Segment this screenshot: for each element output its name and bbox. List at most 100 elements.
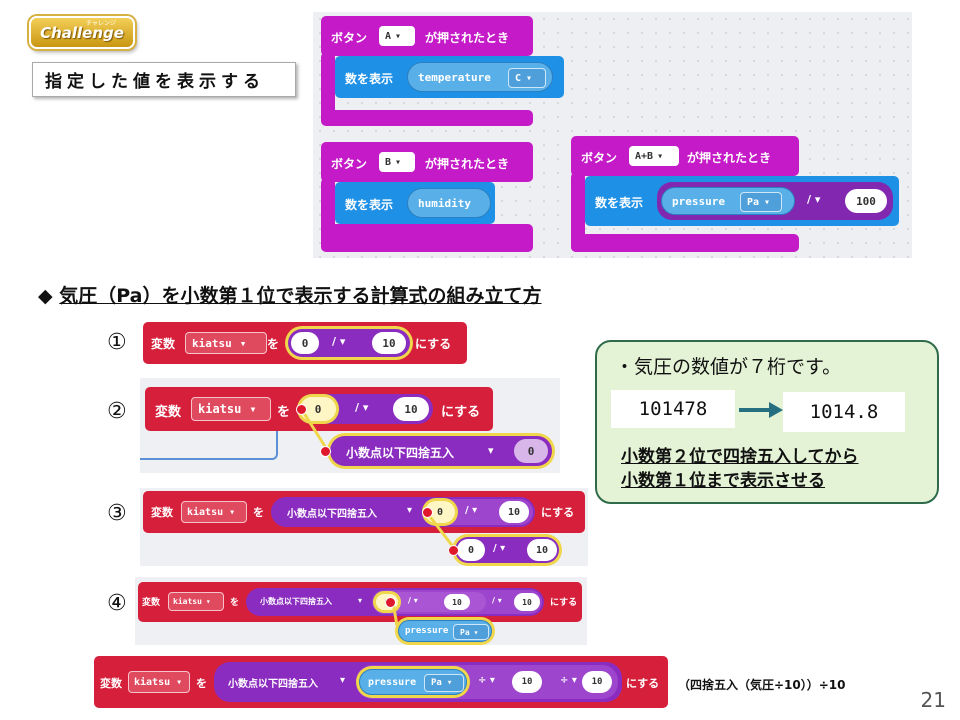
hat-suffix: が押されたとき bbox=[687, 151, 772, 165]
operator-select[interactable]: / ▾ bbox=[465, 505, 477, 516]
set-variable-block[interactable]: 変数 kiatsu▾ を 0 / ▾ 10 にする bbox=[145, 387, 493, 431]
show-number-block[interactable]: 数を表示 pressure Pa▾ / ▾ 100 bbox=[585, 176, 899, 226]
chevron-down-icon[interactable]: ▾ bbox=[488, 444, 494, 457]
var-label: 変数 bbox=[151, 506, 173, 519]
show-number-block[interactable]: 数を表示 temperature C▾ bbox=[335, 56, 564, 98]
chevron-down-icon[interactable]: ▾ bbox=[358, 596, 363, 605]
step-number: ② bbox=[107, 399, 127, 424]
set-variable-block[interactable]: 変数 kiatsu▾ を 小数点以下四捨五入 ▾ 0 / ▾ 10 / ▾ 10… bbox=[138, 582, 582, 622]
number-input[interactable]: 10 bbox=[499, 501, 529, 523]
number-input[interactable]: 10 bbox=[444, 594, 470, 610]
variable-select[interactable]: kiatsu▾ bbox=[181, 501, 247, 523]
operator-select[interactable]: / ▾ bbox=[408, 596, 418, 605]
number-input[interactable]: 10 bbox=[372, 332, 406, 354]
chevron-down-icon[interactable]: ▾ bbox=[407, 505, 413, 516]
show-label: 数を表示 bbox=[345, 198, 394, 212]
number-input[interactable]: 10 bbox=[514, 593, 540, 611]
humidity-reporter[interactable]: humidity bbox=[407, 188, 491, 218]
round-reporter[interactable]: 小数点以下四捨五入 ▾ 0 / ▾ 10 bbox=[271, 497, 535, 527]
pressure-reporter[interactable]: pressure Pa▾ bbox=[359, 669, 467, 695]
button-select[interactable]: B▾ bbox=[379, 152, 415, 172]
sensor-name: temperature bbox=[418, 70, 491, 84]
block-foot bbox=[571, 234, 799, 252]
number-input[interactable]: 10 bbox=[527, 539, 557, 561]
insert-point-icon bbox=[320, 446, 331, 457]
number-input[interactable]: 0 bbox=[291, 332, 319, 354]
on-button-b-block[interactable]: ボタン B▾ が押されたとき bbox=[321, 142, 533, 182]
wo-label: を bbox=[253, 506, 264, 519]
sensor-name: pressure bbox=[405, 626, 449, 636]
unit-select[interactable]: Pa▾ bbox=[453, 624, 489, 640]
show-label: 数を表示 bbox=[595, 196, 644, 210]
variable-select[interactable]: kiatsu▾ bbox=[191, 397, 271, 421]
chevron-down-icon: ▾ bbox=[176, 676, 183, 688]
number-input[interactable]: 10 bbox=[582, 671, 612, 693]
show-number-block[interactable]: 数を表示 humidity bbox=[335, 182, 495, 224]
divide-reporter[interactable]: 0 / ▾ 10 bbox=[288, 329, 410, 357]
operator-select[interactable]: / ▾ bbox=[493, 543, 505, 554]
number-input[interactable]: 100 bbox=[845, 189, 887, 213]
unit-select[interactable]: Pa ▾ bbox=[740, 192, 782, 212]
divide-reporter[interactable]: 0 / ▾ 10 bbox=[423, 499, 533, 525]
sensor-name: pressure bbox=[368, 676, 417, 688]
insert-connector bbox=[300, 409, 328, 449]
variable-select[interactable]: kiatsu▾ bbox=[168, 592, 224, 611]
round-reporter[interactable]: 小数点以下四捨五入 ▾ 0 bbox=[330, 436, 552, 466]
button-select[interactable]: A▾ bbox=[379, 26, 415, 46]
number-input[interactable]: 10 bbox=[393, 397, 429, 421]
chevron-down-icon: ▾ bbox=[205, 597, 211, 606]
on-button-ab-block[interactable]: ボタン A+B▾ が押されたとき bbox=[571, 136, 799, 176]
chevron-down-icon: ▾ bbox=[764, 196, 771, 208]
operator-value: ÷ bbox=[560, 675, 569, 686]
chevron-down-icon: ▾ bbox=[229, 506, 236, 518]
challenge-label: Challenge bbox=[40, 23, 124, 42]
operator-select[interactable]: / ▾ bbox=[332, 335, 345, 348]
pressure-reporter[interactable]: pressure Pa▾ bbox=[661, 187, 795, 215]
round-reporter[interactable]: 小数点以下四捨五入 ▾ 0 / ▾ 10 / ▾ 10 bbox=[246, 588, 544, 616]
variable-select[interactable]: kiatsu▾ bbox=[185, 332, 267, 354]
set-variable-block[interactable]: 変数 kiatsu▾ を 小数点以下四捨五入 ▾ pressure Pa▾ ÷ … bbox=[94, 656, 668, 708]
operator-select[interactable]: / ▾ bbox=[355, 401, 368, 414]
unit-value: Pa bbox=[747, 196, 760, 208]
on-button-a-block[interactable]: ボタン A▾ が押されたとき bbox=[321, 16, 533, 56]
number-input[interactable]: 0 bbox=[457, 539, 485, 561]
variable-select[interactable]: kiatsu▾ bbox=[128, 671, 190, 693]
challenge-ruby: チャレンジ bbox=[86, 20, 116, 27]
operator-select[interactable]: ÷ ▾ bbox=[560, 675, 577, 686]
var-label: 変数 bbox=[151, 337, 176, 351]
unit-select[interactable]: C▾ bbox=[508, 68, 546, 88]
chevron-down-icon[interactable]: ▾ bbox=[340, 675, 346, 686]
set-variable-block[interactable]: 変数 kiatsu▾ を 小数点以下四捨五入 ▾ 0 / ▾ 10 にする bbox=[143, 491, 585, 533]
chevron-down-icon: ▾ bbox=[473, 627, 479, 637]
number-input[interactable]: 0 bbox=[514, 439, 548, 463]
round-label: 小数点以下四捨五入 bbox=[260, 597, 332, 606]
unit-select[interactable]: Pa▾ bbox=[424, 674, 464, 692]
divide-reporter[interactable]: 0 / ▾ 10 / ▾ 10 bbox=[372, 590, 542, 614]
operator-select[interactable]: / ▾ bbox=[492, 596, 502, 605]
arrow-right-icon bbox=[739, 402, 783, 418]
suru-label: にする bbox=[626, 677, 660, 690]
code-workspace[interactable]: ボタン A▾ が押されたとき 数を表示 temperature C▾ ボタン B… bbox=[313, 12, 912, 258]
diamond-icon: ◆ bbox=[38, 285, 53, 307]
value-before: 101478 bbox=[611, 390, 735, 428]
divide-reporter[interactable]: 0 / ▾ 10 bbox=[455, 537, 559, 563]
temperature-reporter[interactable]: temperature C▾ bbox=[407, 62, 553, 92]
round-label: 小数点以下四捨五入 bbox=[287, 509, 377, 520]
operator-select[interactable]: ÷ ▾ bbox=[478, 675, 495, 686]
challenge-badge: Challenge bbox=[29, 16, 135, 49]
pressure-reporter[interactable]: pressure Pa▾ bbox=[398, 620, 492, 642]
chevron-down-icon: ▾ bbox=[472, 505, 478, 516]
value-before-text: 101478 bbox=[638, 398, 708, 420]
formula-text: （四捨五入（気圧÷10））÷10 bbox=[678, 678, 846, 692]
set-variable-block[interactable]: 変数 kiatsu▾ を 0 / ▾ 10 にする bbox=[143, 322, 467, 364]
divide-reporter[interactable]: pressure Pa▾ ÷ ▾ 10 ÷ ▾ 10 bbox=[356, 665, 618, 699]
number-input[interactable]: 10 bbox=[512, 671, 542, 693]
divide-reporter[interactable]: pressure Pa▾ / ▾ 100 bbox=[657, 182, 893, 220]
chevron-down-icon: ▾ bbox=[339, 335, 346, 348]
operator-select[interactable]: / ▾ bbox=[807, 193, 820, 206]
operator-value: ÷ bbox=[478, 675, 487, 686]
insert-point-icon bbox=[448, 545, 459, 556]
button-select[interactable]: A+B▾ bbox=[629, 146, 679, 166]
var-label: 変数 bbox=[142, 598, 161, 608]
round-reporter[interactable]: 小数点以下四捨五入 ▾ pressure Pa▾ ÷ ▾ 10 ÷ ▾ 10 bbox=[214, 662, 622, 702]
